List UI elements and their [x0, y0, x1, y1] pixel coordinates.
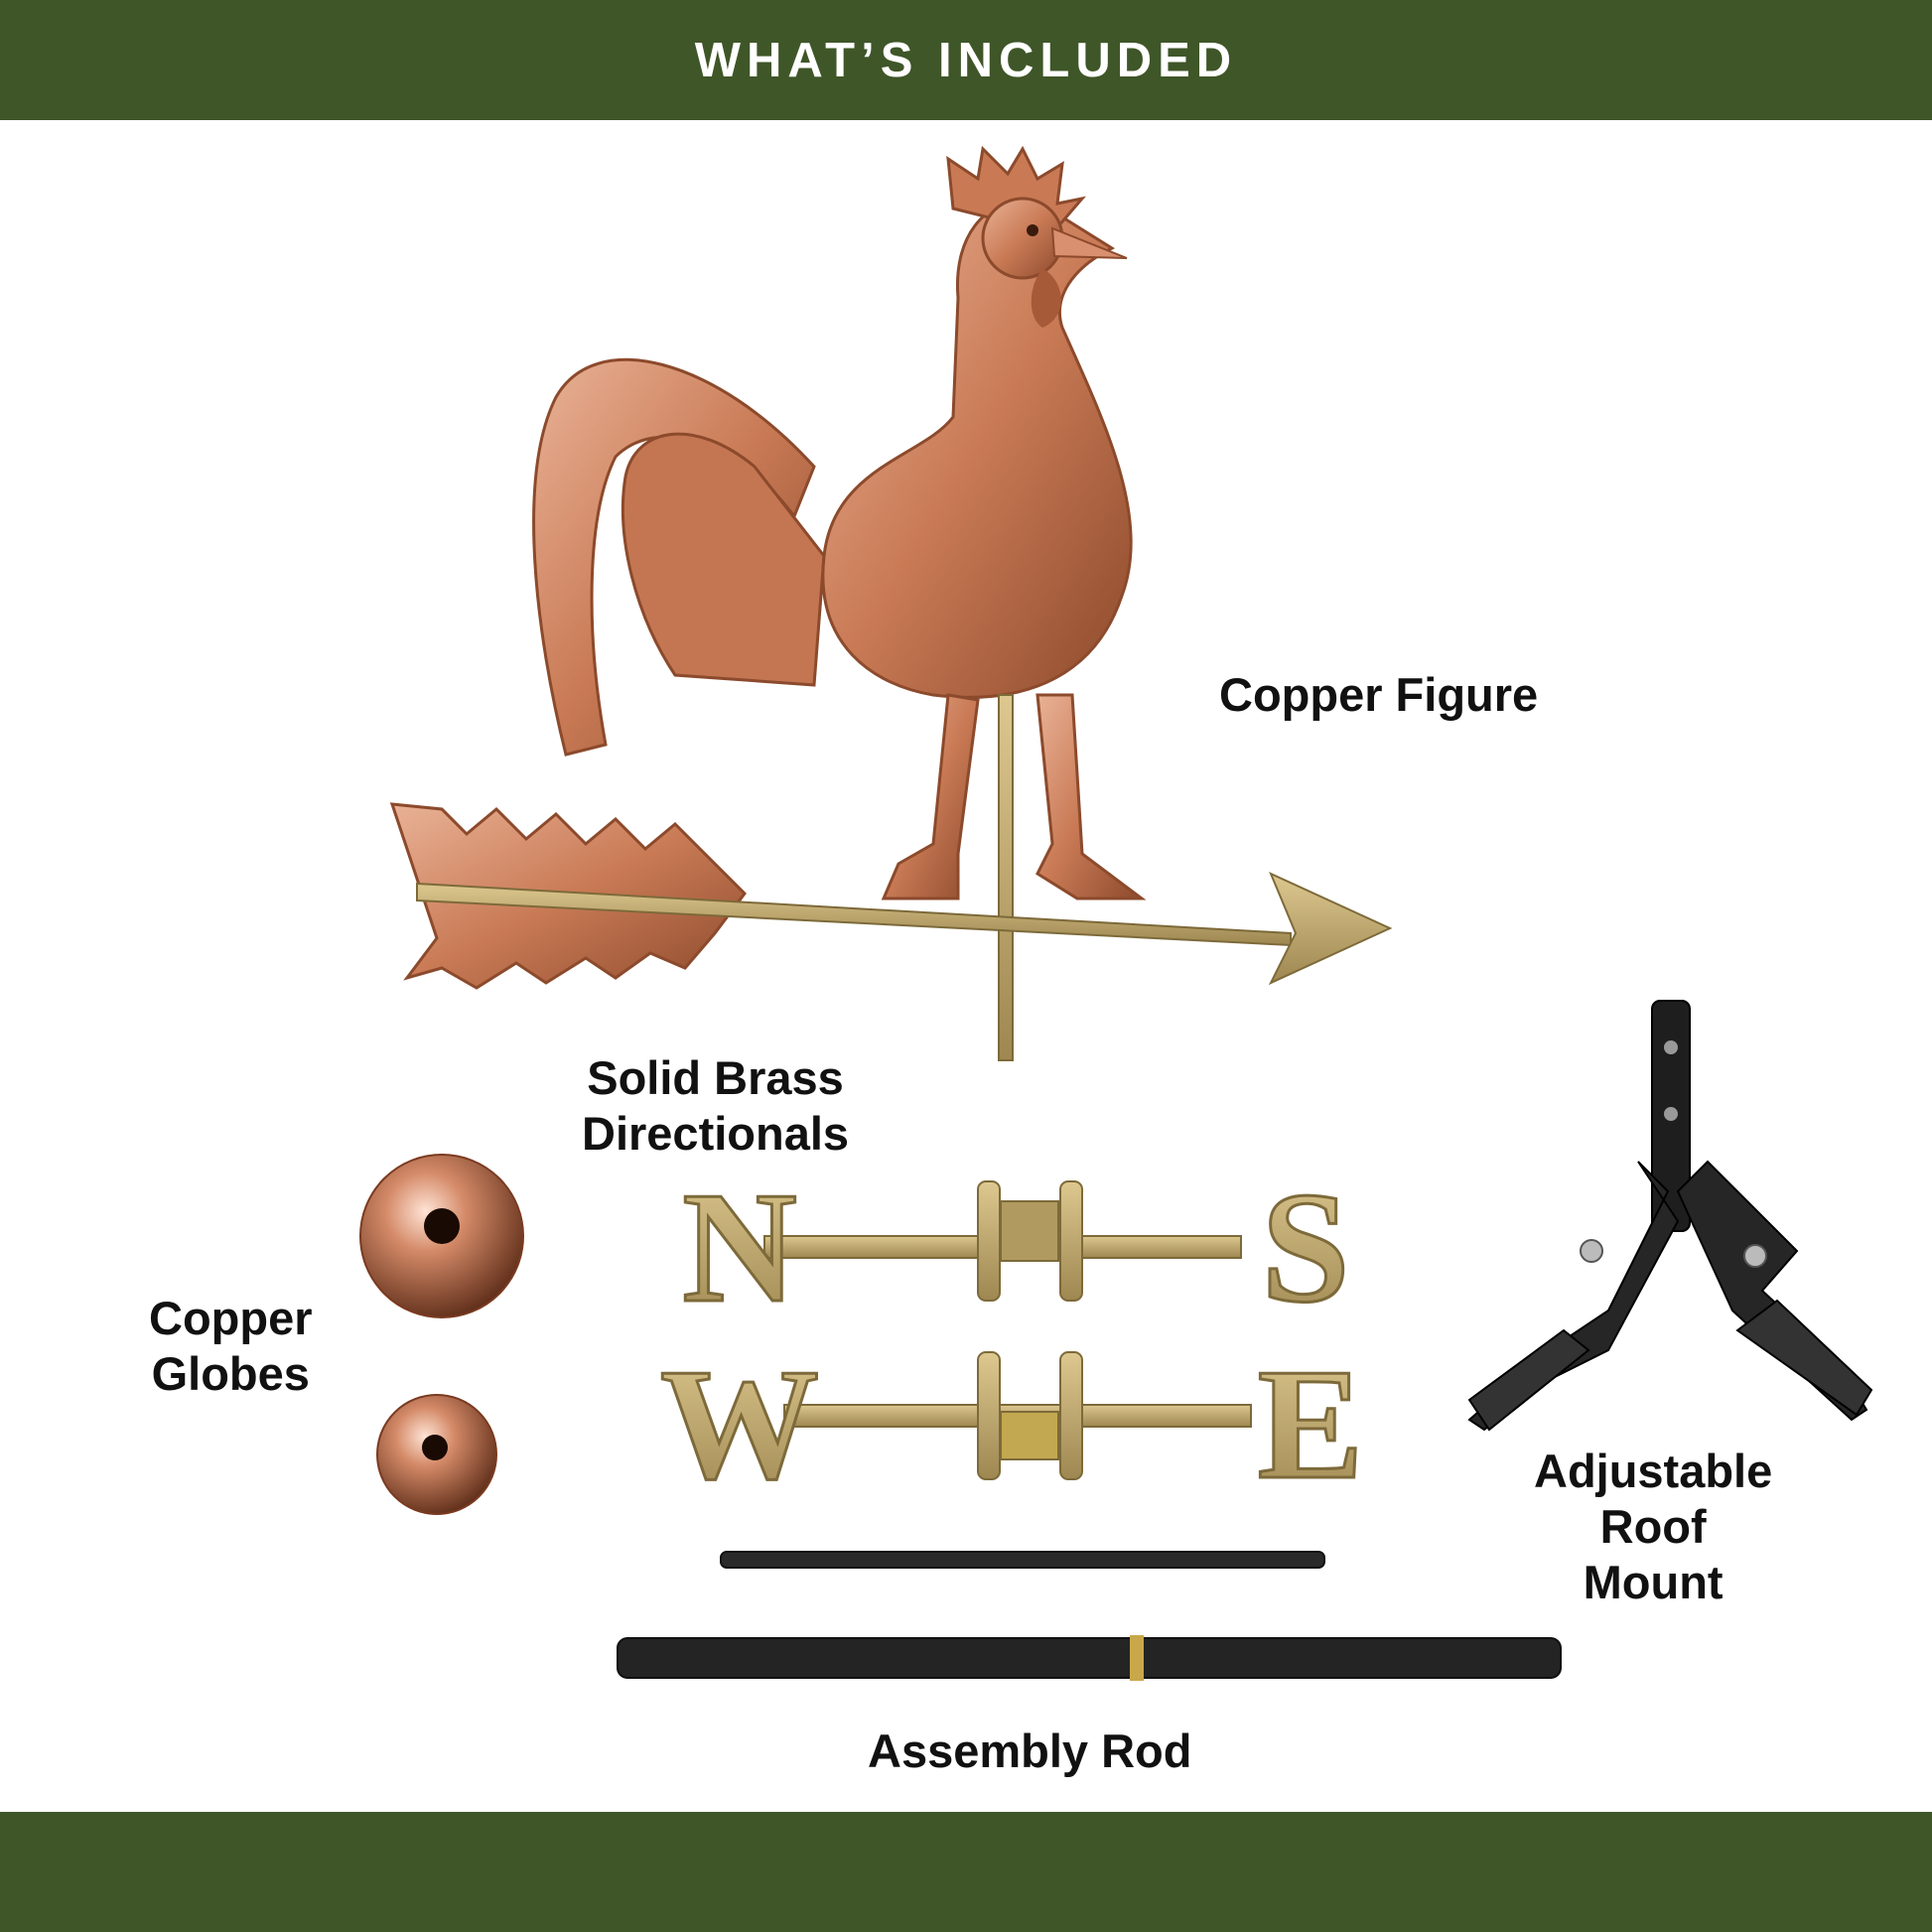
rooster-eye	[1027, 224, 1038, 236]
mount-bolt-right	[1743, 1244, 1767, 1268]
assembly-rods	[617, 1551, 1562, 1681]
label-brass-directionals-line1: Solid Brass	[587, 1051, 844, 1104]
rooster-beak	[1050, 226, 1128, 259]
we-hinge	[1000, 1411, 1059, 1460]
long-rod	[617, 1637, 1562, 1679]
label-assembly-rod: Assembly Rod	[868, 1725, 1192, 1777]
rooster-tail-feathers	[621, 432, 826, 687]
top-banner: WHAT’S INCLUDED	[0, 0, 1932, 120]
spindle-rod	[998, 694, 1014, 1061]
directional-we: W E	[659, 1334, 1365, 1514]
label-roof-mount-line2: Roof	[1599, 1500, 1707, 1553]
label-roof-mount-line1: Adjustable	[1534, 1445, 1773, 1497]
letter-w: W	[660, 1335, 819, 1512]
letter-e: E	[1258, 1335, 1364, 1512]
mount-screw-mid	[1664, 1107, 1678, 1121]
ns-post-left	[977, 1180, 1001, 1302]
mount-bolt-left	[1580, 1239, 1603, 1263]
rooster-body	[821, 197, 1133, 699]
page-title: WHAT’S INCLUDED	[694, 33, 1238, 87]
mount-base-left	[1467, 1328, 1590, 1432]
rooster-leg-left	[881, 693, 980, 900]
we-post-left	[977, 1351, 1001, 1480]
label-copper-globes: Copper Globes	[149, 1291, 313, 1402]
label-roof-mount: Adjustable Roof Mount	[1534, 1444, 1772, 1610]
copper-globe-small-hole	[422, 1435, 448, 1460]
arrow-head	[1268, 872, 1393, 986]
rooster-leg-right	[1035, 693, 1147, 900]
bottom-banner	[0, 1812, 1932, 1932]
mount-base-right	[1735, 1299, 1873, 1417]
label-roof-mount-line3: Mount	[1583, 1556, 1724, 1608]
label-copper-figure: Copper Figure	[1219, 668, 1539, 721]
short-rod	[720, 1551, 1325, 1569]
copper-globe-large-hole	[424, 1208, 460, 1244]
label-brass-directionals: Solid Brass Directionals	[582, 1050, 849, 1162]
arrow	[389, 802, 1393, 990]
label-copper-globes-line2: Globes	[151, 1347, 310, 1400]
ns-post-right	[1059, 1180, 1083, 1302]
label-copper-globes-line1: Copper	[149, 1292, 313, 1344]
roof-mount	[1467, 1000, 1873, 1432]
rooster-wattle	[1031, 268, 1061, 328]
label-brass-directionals-line2: Directionals	[582, 1107, 850, 1160]
letter-n: N	[682, 1159, 797, 1335]
copper-globes	[359, 1154, 524, 1515]
letter-s: S	[1262, 1159, 1350, 1335]
rooster-head	[981, 197, 1064, 280]
long-rod-coupler	[1130, 1635, 1144, 1681]
ns-hinge	[1000, 1200, 1059, 1262]
mount-screw-top	[1664, 1040, 1678, 1054]
directional-ns: N S	[681, 1158, 1351, 1337]
we-post-right	[1059, 1351, 1083, 1480]
copper-figure	[532, 145, 1147, 1061]
